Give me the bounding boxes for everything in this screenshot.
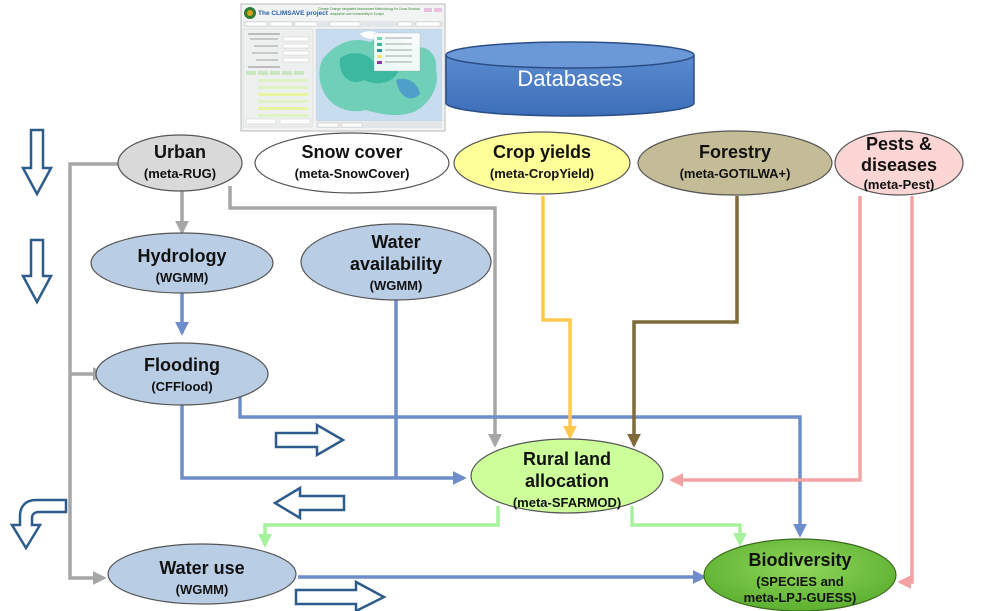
right-arrow-icon: [274, 422, 346, 458]
node-title: Biodiversity: [748, 550, 851, 570]
node-title: Urban: [154, 142, 206, 162]
flooding-to-biodiversity-connector: [238, 395, 807, 538]
screenshot-subtitle-1: Climate Change Integrated Assessment Met…: [318, 7, 420, 11]
hollow-arrows: [9, 128, 387, 611]
climsave-screenshot-thumbnail: The CLIMSAVE project Climate Change Inte…: [240, 3, 446, 132]
node-title-line2: diseases: [861, 155, 937, 175]
node-title-line2: availability: [350, 254, 442, 274]
node-biodiversity: Biodiversity (SPECIES and meta-LPJ-GUESS…: [703, 538, 897, 611]
node-subtitle: (WGMM): [176, 582, 229, 597]
down-arrow-icon: [20, 238, 54, 305]
node-title: Forestry: [699, 142, 771, 162]
urban-to-rural-connector: [228, 186, 502, 448]
node-title: Hydrology: [137, 246, 226, 266]
databases-label: Databases: [517, 66, 622, 91]
node-water-availability: Water availability (WGMM): [300, 223, 492, 301]
node-title: Flooding: [144, 355, 220, 375]
crop-to-rural-connector: [541, 196, 577, 440]
node-title-line2: allocation: [525, 471, 609, 491]
node-subtitle: (meta-CropYield): [490, 166, 594, 181]
node-hydrology: Hydrology (WGMM): [90, 232, 274, 294]
node-subtitle: (meta-GOTILWA+): [680, 166, 791, 181]
node-subtitle: (meta-Pest): [864, 177, 935, 192]
rural-to-water-use-connector: [258, 506, 500, 548]
urban-to-water-use-connector: [68, 162, 118, 585]
node-crop-yields: Crop yields (meta-CropYield): [453, 131, 631, 195]
node-pests-diseases: Pests & diseases (meta-Pest): [834, 130, 964, 196]
node-rural-land-allocation: Rural land allocation (meta-SFARMOD): [470, 438, 664, 514]
screenshot-title: The CLIMSAVE project: [258, 10, 329, 17]
curved-down-arrow-icon: [9, 498, 68, 551]
node-snow-cover: Snow cover (meta-SnowCover): [254, 132, 450, 194]
connectors: [68, 162, 914, 589]
rural-to-biodiversity-connector: [630, 506, 747, 547]
node-forestry: Forestry (meta-GOTILWA+): [637, 130, 833, 196]
screenshot-subtitle-2: Adaptation and Vulnerability in Europe: [330, 12, 384, 16]
node-subtitle: (meta-RUG): [144, 166, 216, 181]
node-subtitle-line2: meta-LPJ-GUESS): [744, 590, 857, 605]
flooding-to-rural-connector: [180, 403, 467, 485]
node-subtitle: (WGMM): [370, 278, 423, 293]
pests-to-biodiversity-connector: [897, 196, 914, 589]
forestry-to-rural-connector: [627, 196, 739, 448]
node-title: Pests &: [866, 134, 932, 154]
node-title: Water: [371, 232, 420, 252]
node-subtitle: (WGMM): [156, 270, 209, 285]
databases-cylinder: Databases: [445, 41, 695, 117]
node-title: Snow cover: [301, 142, 402, 162]
node-subtitle: (meta-SFARMOD): [513, 495, 621, 510]
pests-to-rural-connector: [669, 196, 862, 487]
node-urban: Urban (meta-RUG): [117, 134, 243, 192]
node-title: Water use: [159, 558, 244, 578]
left-arrow-icon: [272, 485, 346, 521]
node-flooding: Flooding (CFFlood): [95, 342, 269, 406]
node-water-use: Water use (WGMM): [107, 543, 297, 605]
node-subtitle: (meta-SnowCover): [295, 166, 410, 181]
node-title: Crop yields: [493, 142, 591, 162]
right-arrow-icon: [294, 579, 387, 611]
node-subtitle: (CFFlood): [151, 379, 212, 394]
node-title: Rural land: [523, 449, 611, 469]
node-subtitle: (SPECIES and: [756, 574, 843, 589]
down-arrow-icon: [20, 128, 54, 197]
